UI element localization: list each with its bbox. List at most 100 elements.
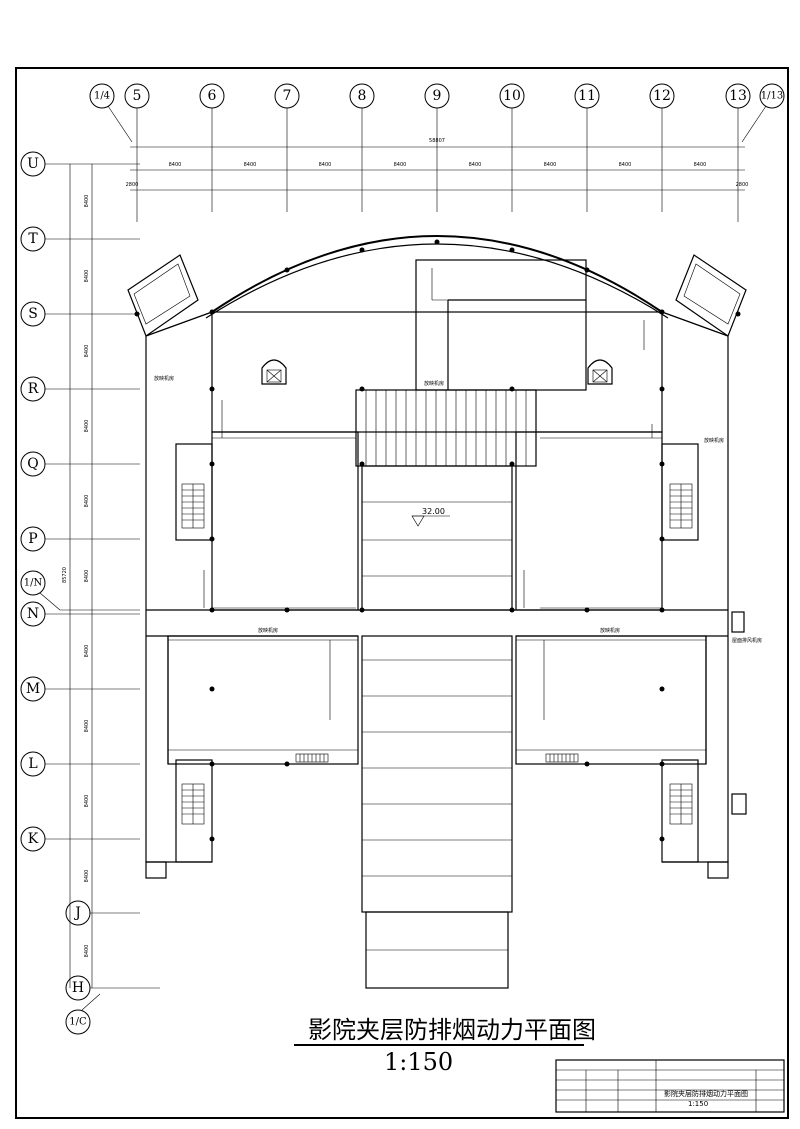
grid-label: 5 bbox=[133, 88, 142, 104]
grid-label: U bbox=[27, 156, 39, 172]
room-label: 放映机房 bbox=[704, 437, 724, 444]
fan-symbol-left bbox=[261, 359, 287, 385]
grid-axis-6: 6 bbox=[199, 83, 225, 212]
grid-axis-Q: Q bbox=[20, 451, 140, 477]
dim-span: 8400 bbox=[84, 645, 90, 658]
elevation-marker: 32.00 bbox=[411, 507, 450, 527]
dim-total: 85720 bbox=[62, 567, 68, 583]
dim-total: 58807 bbox=[429, 138, 445, 144]
drawing-title-block: 影院夹层防排烟动力平面图 1:150 bbox=[294, 1016, 596, 1076]
grid-label: 7 bbox=[283, 88, 292, 104]
left-stair-upper bbox=[181, 483, 205, 529]
drawing-scale: 1:150 bbox=[384, 1048, 453, 1076]
dim-span: 8400 bbox=[84, 570, 90, 583]
title-block-text: 影院夹层防排烟动力平面图 bbox=[664, 1089, 748, 1098]
grid-label: H bbox=[72, 980, 84, 996]
grid-label: J bbox=[73, 905, 81, 921]
grid-axis-S: S bbox=[20, 301, 140, 327]
grid-label: P bbox=[28, 531, 37, 547]
central-seating-ramp bbox=[361, 465, 513, 989]
grid-axis-1-C: 1/C bbox=[65, 993, 101, 1035]
room-labels: 放映机房 放映机房 放映机房 放映机房 放映机房 屋面排风机房 bbox=[154, 375, 762, 644]
dim-span: 8400 bbox=[84, 195, 90, 208]
right-stair-upper bbox=[669, 483, 693, 529]
room-label: 放映机房 bbox=[154, 375, 174, 382]
grid-axis-J: J bbox=[65, 900, 140, 926]
grid-axis-9: 9 bbox=[424, 83, 450, 212]
grid-axis-10: 10 bbox=[499, 83, 525, 212]
grid-axis-P: P bbox=[20, 526, 140, 552]
grid-label: S bbox=[28, 306, 38, 322]
dim-span: 8400 bbox=[84, 870, 90, 883]
grid-axis-1-13: 1/13 bbox=[741, 83, 785, 143]
grid-axis-H: H bbox=[65, 975, 160, 1001]
title-block-scale: 1:150 bbox=[688, 1100, 708, 1108]
top-dimensions: 58807 8400 8400 8400 8400 8400 8400 8400… bbox=[126, 138, 749, 191]
stair-hatching bbox=[181, 389, 693, 825]
room-label: 放映机房 bbox=[424, 380, 444, 387]
dim-span: 8400 bbox=[694, 162, 707, 168]
room-label: 放映机房 bbox=[258, 627, 278, 634]
dim-span: 8400 bbox=[84, 420, 90, 433]
drawing-title: 影院夹层防排烟动力平面图 bbox=[308, 1016, 596, 1044]
grid-axis-13: 13 bbox=[725, 83, 751, 222]
column-dots bbox=[134, 239, 741, 842]
dim-span: 8400 bbox=[84, 720, 90, 733]
grid-axis-11: 11 bbox=[574, 83, 600, 212]
dim-edge: 2800 bbox=[736, 182, 749, 188]
grid-axis-K: K bbox=[20, 826, 140, 852]
left-dimensions: 85720 8400 8400 8400 8400 8400 8400 8400… bbox=[62, 164, 93, 988]
right-stair-lower bbox=[669, 783, 693, 825]
grid-axis-N: N bbox=[20, 601, 140, 627]
grid-label: N bbox=[27, 606, 39, 622]
dim-span: 8400 bbox=[319, 162, 332, 168]
grid-axis-8: 8 bbox=[349, 83, 375, 212]
grid-axis-5: 5 bbox=[124, 83, 150, 222]
dim-span: 8400 bbox=[84, 345, 90, 358]
grid-axis-L: L bbox=[20, 751, 140, 777]
dim-span: 8400 bbox=[544, 162, 557, 168]
grid-label: 13 bbox=[729, 88, 747, 104]
dim-span: 8400 bbox=[394, 162, 407, 168]
dim-span: 8400 bbox=[619, 162, 632, 168]
grid-axis-U: U bbox=[20, 151, 140, 177]
grid-axis-M: M bbox=[20, 676, 140, 702]
grid-label: 12 bbox=[653, 88, 671, 104]
grid-label: 1/C bbox=[69, 1017, 87, 1028]
wiring bbox=[168, 268, 706, 751]
dim-span: 8400 bbox=[84, 495, 90, 508]
grid-label: K bbox=[28, 831, 39, 847]
dim-span: 8400 bbox=[84, 795, 90, 808]
grid-label: 11 bbox=[578, 88, 596, 104]
room-label: 放映机房 bbox=[600, 627, 620, 634]
grid-label: 6 bbox=[208, 88, 217, 104]
grid-label: 8 bbox=[358, 88, 367, 104]
grid-axis-R: R bbox=[20, 376, 140, 402]
grid-label: 10 bbox=[503, 88, 521, 104]
building-outline bbox=[127, 235, 747, 879]
room-label: 屋面排风机房 bbox=[732, 637, 762, 644]
grid-axis-1-4: 1/4 bbox=[89, 83, 133, 143]
elevation-label: 32.00 bbox=[422, 507, 445, 516]
dim-span: 8400 bbox=[84, 270, 90, 283]
sheet-border bbox=[15, 67, 789, 1119]
grid-label: R bbox=[28, 381, 39, 397]
grid-label: Q bbox=[27, 456, 38, 472]
grid-label: 9 bbox=[433, 88, 442, 104]
grid-axis-1-N: 1/N bbox=[20, 570, 140, 611]
grid-axis-T: T bbox=[20, 226, 140, 252]
dim-edge: 2800 bbox=[126, 182, 139, 188]
grid-label: 1/13 bbox=[761, 91, 783, 102]
top-grid-axes: 1/4 5 6 7 8 9 10 11 12 13 1/13 bbox=[89, 83, 785, 222]
dim-span: 8400 bbox=[469, 162, 482, 168]
grid-axis-12: 12 bbox=[649, 83, 675, 212]
fan-symbol-right bbox=[587, 359, 613, 385]
grid-label: L bbox=[28, 756, 37, 772]
grid-axis-7: 7 bbox=[274, 83, 300, 212]
grid-label: 1/4 bbox=[94, 91, 110, 102]
left-stair-lower bbox=[181, 783, 205, 825]
left-grid-axes: U T S R Q P 1/N N M L K J H 1/C bbox=[20, 151, 160, 1035]
grid-label: M bbox=[26, 681, 40, 697]
grid-label: 1/N bbox=[24, 578, 43, 589]
